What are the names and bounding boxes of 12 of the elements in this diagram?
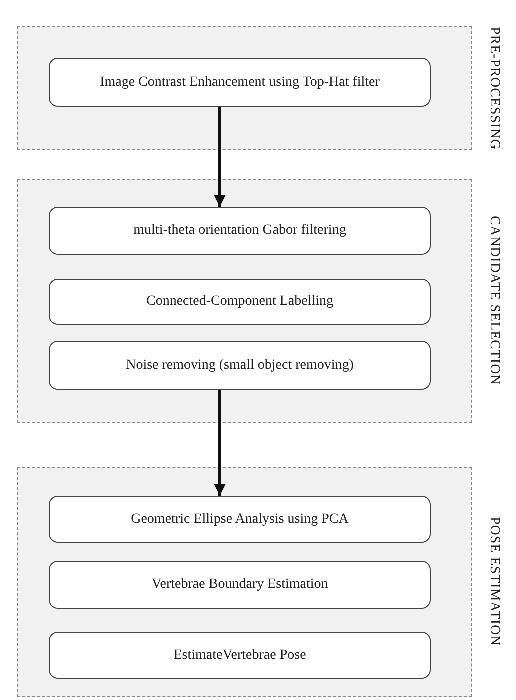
process-box: Noise removing (small object removing)	[49, 341, 431, 390]
arrow	[214, 390, 226, 496]
stage-label: POSE ESTIMATION	[486, 516, 503, 649]
stage-label: CANDIDATE SELECTION	[486, 215, 503, 388]
process-box: EstimateVertebrae Pose	[49, 632, 431, 679]
process-box: Geometric Ellipse Analysis using PCA	[49, 496, 431, 543]
process-box: Connected-Component Labelling	[49, 279, 431, 325]
process-box: Vertebrae Boundary Estimation	[49, 561, 431, 609]
stage-label: PRE-PROCESSING	[486, 26, 503, 150]
arrow	[214, 107, 226, 207]
process-box: multi-theta orientation Gabor filtering	[49, 207, 431, 255]
process-box: Image Contrast Enhancement using Top-Hat filter	[49, 58, 431, 107]
